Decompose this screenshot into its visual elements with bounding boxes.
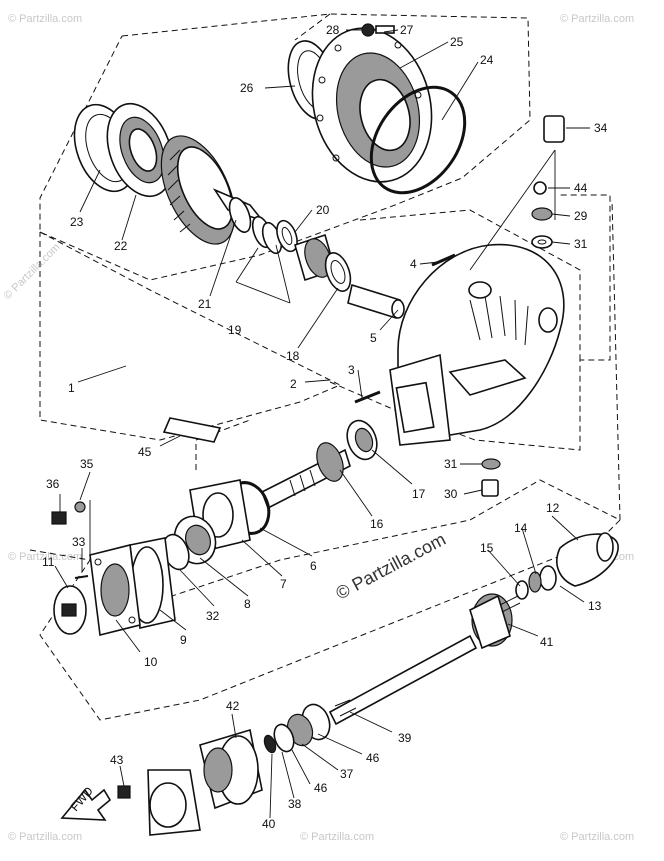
callout-8: 8 xyxy=(244,597,251,611)
callout-6: 6 xyxy=(310,559,317,573)
callout-13: 13 xyxy=(588,599,602,613)
part-33-10-flange xyxy=(89,544,141,636)
callout-40: 40 xyxy=(262,817,276,831)
callout-labels: 23 22 21 19 20 18 26 28 27 25 24 34 44 2… xyxy=(42,23,608,831)
callout-33: 33 xyxy=(72,535,86,549)
part-46-37-38-bearings xyxy=(263,703,331,754)
part-41-joint xyxy=(469,593,521,650)
callout-1: 1 xyxy=(68,381,75,395)
part-24-o-ring xyxy=(369,85,467,195)
callout-10: 10 xyxy=(144,655,158,669)
callout-37: 37 xyxy=(340,767,354,781)
callout-7: 7 xyxy=(280,577,287,591)
part-31-30-drain-plug xyxy=(481,458,501,497)
callout-31-top: 31 xyxy=(574,237,588,251)
callout-29: 29 xyxy=(574,209,588,223)
callout-25: 25 xyxy=(450,35,464,49)
part-22-bearing xyxy=(106,102,174,198)
part-12-boot xyxy=(556,532,619,587)
fwd-arrow-icon: FWD xyxy=(60,784,112,821)
callout-34: 34 xyxy=(594,121,608,135)
callout-31-bottom: 31 xyxy=(444,457,458,471)
callout-39: 39 xyxy=(398,731,412,745)
callout-38: 38 xyxy=(288,797,302,811)
callout-46-lower: 46 xyxy=(314,781,328,795)
callout-35: 35 xyxy=(80,457,94,471)
watermark-center: © Partzilla.com xyxy=(332,529,448,604)
callout-17: 17 xyxy=(412,487,426,501)
callout-45: 45 xyxy=(138,445,152,459)
callout-22: 22 xyxy=(114,239,128,253)
part-3-stud xyxy=(354,390,381,404)
callout-23: 23 xyxy=(70,215,84,229)
part-39-drive-shaft xyxy=(328,634,478,726)
callout-15: 15 xyxy=(480,541,494,555)
part-45-plate xyxy=(162,417,222,443)
callout-2: 2 xyxy=(290,377,297,391)
callout-44: 44 xyxy=(574,181,588,195)
watermark-bottom-right: © Partzilla.com xyxy=(560,831,634,843)
part-40-43-hub xyxy=(117,769,201,836)
callout-32: 32 xyxy=(206,609,220,623)
part-2-gear-case xyxy=(389,243,565,446)
callout-4: 4 xyxy=(410,257,417,271)
watermark-top-right: © Partzilla.com xyxy=(560,13,634,25)
callout-18: 18 xyxy=(286,349,300,363)
callout-26: 26 xyxy=(240,81,254,95)
callout-27: 27 xyxy=(400,23,414,37)
callout-41: 41 xyxy=(540,635,554,649)
callout-19: 19 xyxy=(228,323,242,337)
part-17-bearing xyxy=(346,419,378,461)
callout-36: 36 xyxy=(46,477,60,491)
watermark-bottom-left: © Partzilla.com xyxy=(8,831,82,843)
callout-24: 24 xyxy=(480,53,494,67)
part-34-cap xyxy=(543,115,565,143)
callout-46-upper: 46 xyxy=(366,751,380,765)
part-11-yoke xyxy=(53,585,87,635)
callout-5: 5 xyxy=(370,331,377,345)
callout-12: 12 xyxy=(546,501,560,515)
watermark-top-left: © Partzilla.com xyxy=(8,13,82,25)
callout-30: 30 xyxy=(444,487,458,501)
part-ring-gear xyxy=(160,135,265,245)
part-36-35-bolts xyxy=(51,501,89,579)
part-18-race xyxy=(324,252,352,292)
part-44-29-31-washers xyxy=(531,181,553,249)
part-20-washer xyxy=(276,219,298,253)
part-bearing-cone xyxy=(294,233,336,282)
callout-9: 9 xyxy=(180,633,187,647)
callout-16: 16 xyxy=(370,517,384,531)
leader-lines xyxy=(54,29,590,819)
part-27-28-bolt xyxy=(361,23,395,37)
callout-3: 3 xyxy=(348,363,355,377)
watermark-left-1: © Partzilla.com xyxy=(2,241,63,302)
callout-28: 28 xyxy=(326,23,340,37)
part-42-rear-housing xyxy=(199,728,263,810)
callout-21: 21 xyxy=(198,297,212,311)
callout-43: 43 xyxy=(110,753,124,767)
watermark-left-2: © Partzilla.com xyxy=(8,551,82,563)
watermark-bottom-mid: © Partzilla.com xyxy=(300,831,374,843)
part-4-stud xyxy=(431,253,456,267)
callout-14: 14 xyxy=(514,521,528,535)
callout-42: 42 xyxy=(226,699,240,713)
part-pinion-gear xyxy=(260,442,351,510)
callout-20: 20 xyxy=(316,203,330,217)
callout-11: 11 xyxy=(42,555,55,569)
